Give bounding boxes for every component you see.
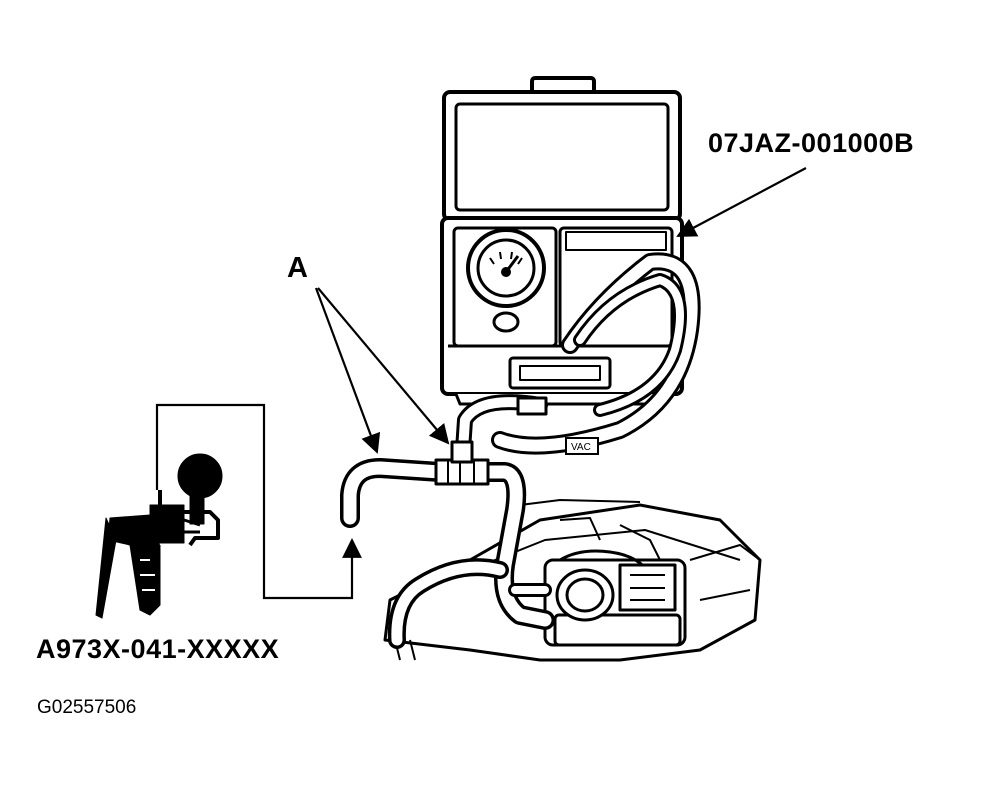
figure-id-label: G02557506 bbox=[37, 697, 137, 718]
engine-bay-assembly bbox=[383, 499, 762, 662]
vacuum-pump bbox=[95, 453, 223, 619]
tester-part-number-label: 07JAZ-001000B bbox=[708, 128, 915, 158]
evap-tester-case bbox=[440, 76, 684, 406]
vac-tag-text: VAC bbox=[571, 442, 591, 453]
pump-tube bbox=[155, 403, 362, 600]
vac-tag: VAC bbox=[565, 437, 599, 455]
pump-part-number-label: A973X-041-XXXXX bbox=[36, 634, 280, 664]
leader-tester bbox=[676, 167, 807, 237]
hose-tee-fitting bbox=[340, 440, 555, 649]
leader-a-right bbox=[317, 287, 450, 445]
hose-callout-label: A bbox=[287, 252, 308, 284]
leader-a-left bbox=[314, 287, 381, 454]
